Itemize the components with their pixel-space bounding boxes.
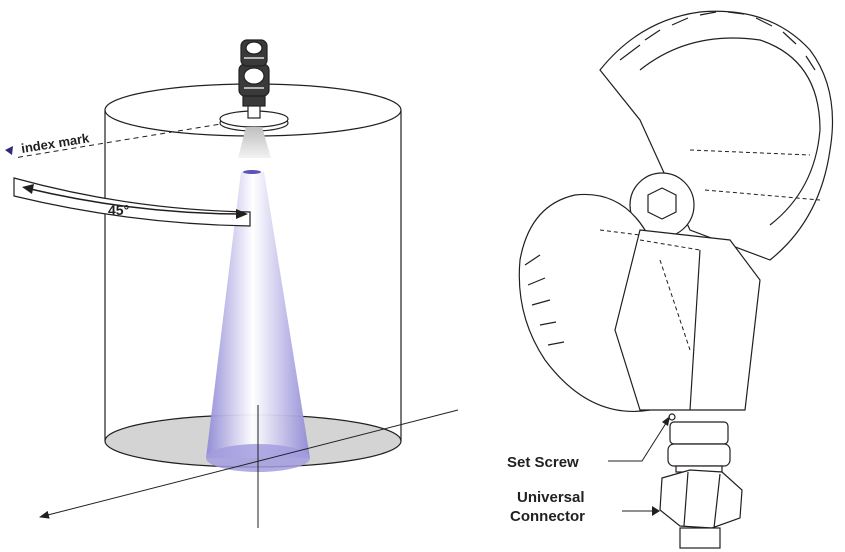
connector-label-line1: Universal xyxy=(517,489,585,506)
set-screw-label: Set Screw xyxy=(507,454,579,471)
universal-connector-nut xyxy=(659,469,743,529)
sensor-head xyxy=(238,39,270,119)
angle-arrowhead-right xyxy=(236,209,248,219)
index-dashed-line xyxy=(13,119,246,159)
angle-arrow xyxy=(25,187,245,215)
tank-figure xyxy=(13,39,459,528)
nut-face-2 xyxy=(713,473,721,529)
hidden-lines xyxy=(599,149,821,351)
sensor-horn xyxy=(238,127,271,158)
upper-housing-cap xyxy=(599,10,834,261)
connector-arrowhead xyxy=(652,506,660,516)
upper-cap-ribs xyxy=(619,11,816,71)
fitting-collar xyxy=(667,443,731,467)
lower-cap-ribs xyxy=(524,254,565,346)
neck-edge xyxy=(689,249,701,411)
angle-band xyxy=(13,177,251,227)
index-mark-label: index mark xyxy=(20,130,91,156)
horizontal-axis-line xyxy=(39,409,459,519)
set-screw-leader xyxy=(608,419,669,462)
pivot-hex xyxy=(647,187,677,220)
upper-cap-ring xyxy=(639,37,821,226)
connector-pipe xyxy=(679,527,721,549)
housing-neck xyxy=(614,229,761,411)
nut-face-1 xyxy=(683,471,689,527)
index-mark-triangle xyxy=(5,146,13,155)
fitting-nut xyxy=(669,421,729,445)
angle-label: 45° xyxy=(108,202,129,218)
set-screw-arrowhead xyxy=(662,416,670,426)
angle-arrowhead-left xyxy=(22,184,34,194)
beam-origin xyxy=(243,170,261,174)
transmitter-figure xyxy=(518,10,834,549)
connector-label-line2: Connector xyxy=(510,508,585,525)
radar-beam xyxy=(206,172,310,458)
set-screw xyxy=(668,413,676,421)
